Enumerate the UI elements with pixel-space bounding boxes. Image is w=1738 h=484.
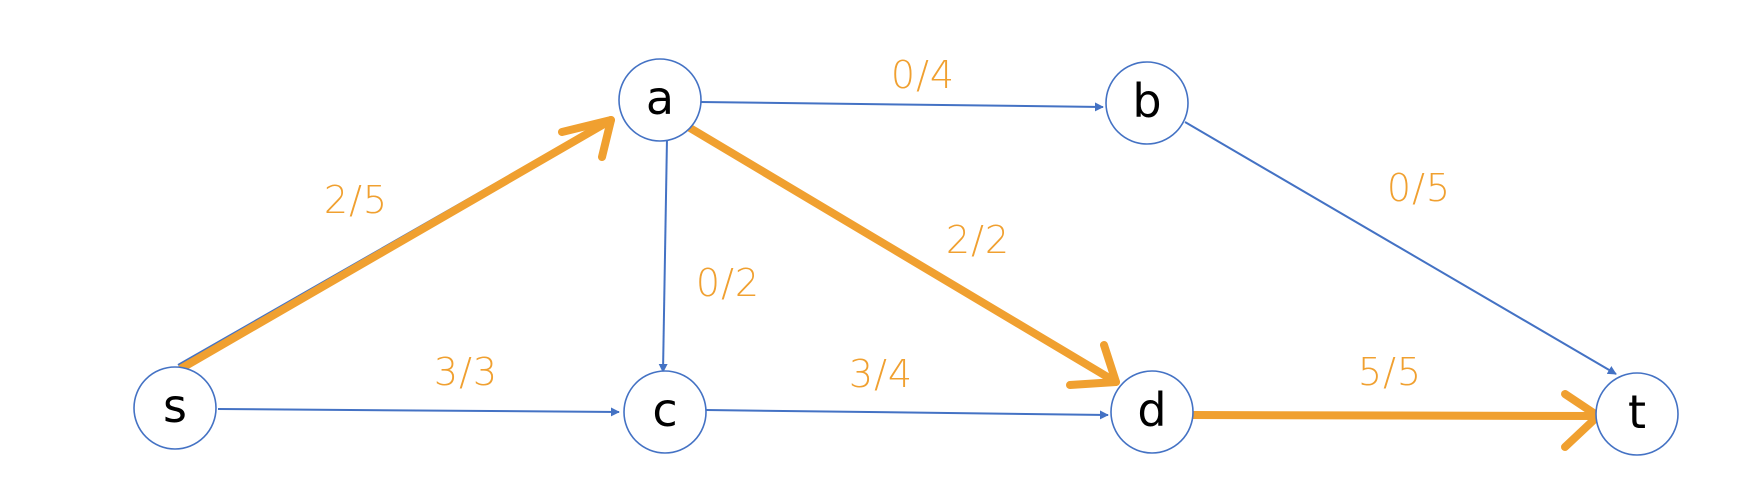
flow-edge-d-t [1189, 411, 1602, 420]
flow-arrowhead-s-a [558, 116, 615, 161]
edge-label-s-a: 2/5 [324, 178, 388, 222]
edge-labels-layer: 2/5 3/3 0/4 0/2 2/2 3/4 0/5 5/5 [324, 53, 1451, 396]
edge-s-c [217, 407, 620, 417]
node-b-label: b [1132, 74, 1161, 128]
node-t: t [1595, 372, 1679, 456]
edge-c-d [705, 409, 1109, 420]
edge-label-d-t: 5/5 [1358, 350, 1422, 394]
node-d-circle [1110, 370, 1194, 454]
nodes-layer: s a b c d t [133, 58, 1679, 456]
edge-a-b [699, 101, 1104, 112]
edge-label-a-b: 0/4 [891, 53, 955, 97]
node-d-label: d [1137, 383, 1166, 437]
edge-label-b-t: 0/5 [1387, 166, 1451, 210]
edge-a-c [658, 137, 668, 373]
node-s: s [133, 366, 217, 450]
node-a-circle [618, 58, 702, 142]
node-a: a [618, 58, 702, 142]
node-b-circle [1105, 61, 1189, 145]
flow-arrowhead-d-t [1561, 390, 1602, 451]
node-s-label: s [163, 379, 187, 433]
flow-edge-s-a [178, 116, 615, 372]
flow-paths-layer [178, 116, 1602, 451]
node-c-circle [623, 370, 707, 454]
node-b: b [1105, 61, 1189, 145]
edge-label-s-c: 3/3 [434, 350, 498, 394]
flow-edge-a-d [686, 124, 1120, 386]
edge-b-t [1184, 121, 1617, 375]
node-d: d [1110, 370, 1194, 454]
node-a-label: a [646, 71, 674, 125]
node-t-label: t [1628, 385, 1646, 439]
node-t-circle [1595, 372, 1679, 456]
node-c-label: c [652, 383, 677, 437]
node-s-circle [133, 366, 217, 450]
edge-label-c-d: 3/4 [849, 352, 913, 396]
node-c: c [623, 370, 707, 454]
flow-arrowhead-a-d [1066, 341, 1120, 389]
edge-label-a-c: 0/2 [696, 261, 760, 305]
edge-label-a-d: 2/2 [946, 218, 1010, 262]
